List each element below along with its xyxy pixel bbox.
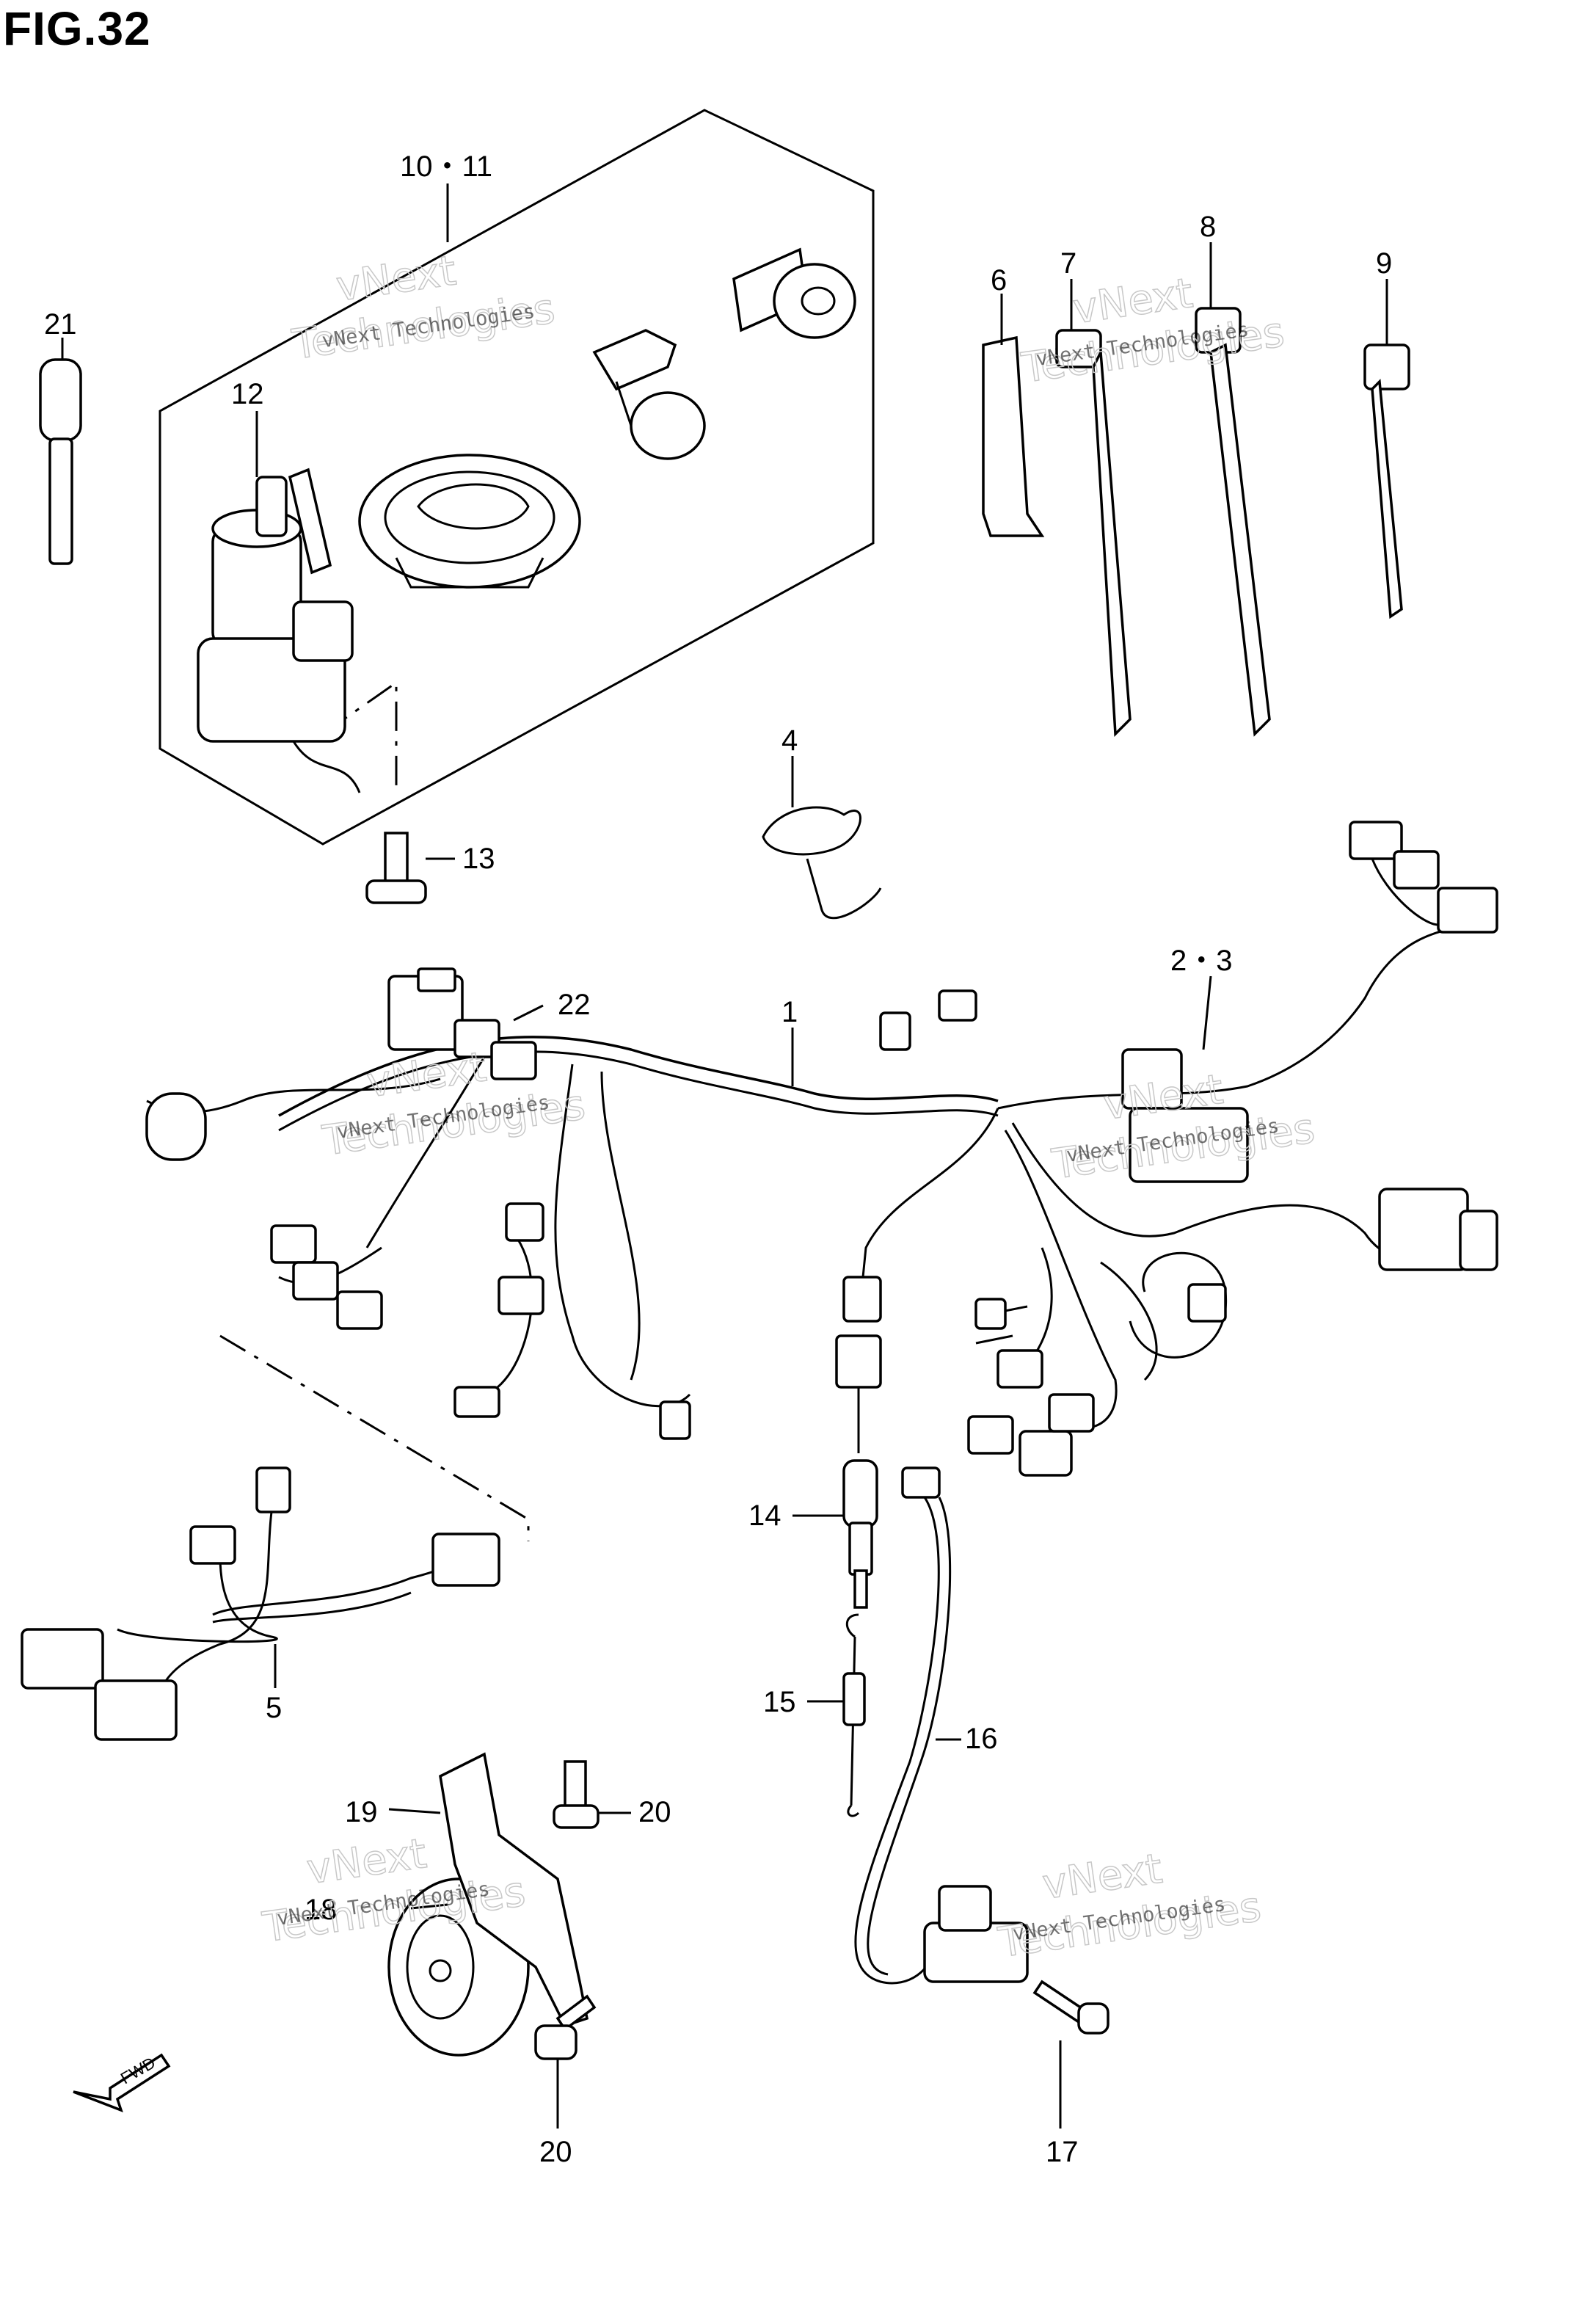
ignition-switch-part[interactable] — [197, 468, 361, 793]
cable-part-16[interactable] — [854, 1466, 1029, 1985]
clip-part-4[interactable] — [762, 756, 882, 920]
callout-15: 15 — [763, 1686, 796, 1718]
leader-lines — [255, 183, 1212, 1910]
callout-4: 4 — [781, 724, 798, 757]
lock-set-box — [158, 109, 875, 846]
spring-part-15[interactable] — [807, 1613, 866, 1817]
cable-tie-part-9[interactable] — [1363, 279, 1410, 619]
callout-6: 6 — [991, 264, 1007, 297]
callout-8: 8 — [1200, 211, 1216, 243]
callout-labels: 10・11 21 12 13 6 7 8 9 4 2・3 1 22 14 15 … — [44, 150, 1392, 2168]
bolt-part-20-upper[interactable] — [553, 1760, 631, 1829]
callout-7: 7 — [1060, 247, 1076, 280]
main-wiring-harness[interactable] — [145, 821, 1498, 1477]
callout-19: 19 — [345, 1796, 378, 1828]
helmet-lock-part[interactable] — [592, 329, 706, 460]
screw-part-13[interactable] — [365, 832, 455, 904]
callout-16: 16 — [965, 1723, 998, 1755]
fuel-cap-part[interactable] — [358, 454, 581, 589]
callout-2-3: 2・3 — [1170, 945, 1233, 977]
seat-lock-part[interactable] — [732, 247, 856, 339]
callout-20-lower: 20 — [539, 2136, 572, 2168]
cable-tie-part-8[interactable] — [1195, 242, 1271, 737]
sensor-part-14[interactable] — [792, 1459, 878, 1609]
callout-22: 22 — [558, 989, 591, 1021]
bolt-part-20-lower[interactable] — [534, 1994, 597, 2129]
callout-18: 18 — [305, 1894, 338, 1926]
horn-bracket-part-19[interactable] — [439, 1752, 589, 2028]
callout-12: 12 — [231, 378, 264, 410]
callout-1: 1 — [781, 996, 798, 1028]
callout-21: 21 — [44, 308, 77, 341]
callout-14: 14 — [748, 1499, 781, 1532]
bracket-part-6[interactable] — [982, 294, 1045, 537]
figure-title: FIG.32 — [3, 2, 151, 55]
forward-direction-arrow: FWD — [73, 2053, 171, 2112]
cable-tie-part-7[interactable] — [1055, 279, 1132, 737]
sub-harness-part-5[interactable] — [21, 1334, 530, 1741]
bolt-part-17[interactable] — [1032, 1980, 1109, 2129]
key-part-21[interactable] — [39, 338, 82, 565]
callout-20-upper: 20 — [638, 1796, 671, 1828]
callout-10-11: 10・11 — [400, 150, 492, 183]
callout-17: 17 — [1046, 2136, 1079, 2168]
callout-5: 5 — [266, 1692, 282, 1724]
callout-13: 13 — [462, 843, 495, 875]
callout-9: 9 — [1376, 247, 1392, 280]
